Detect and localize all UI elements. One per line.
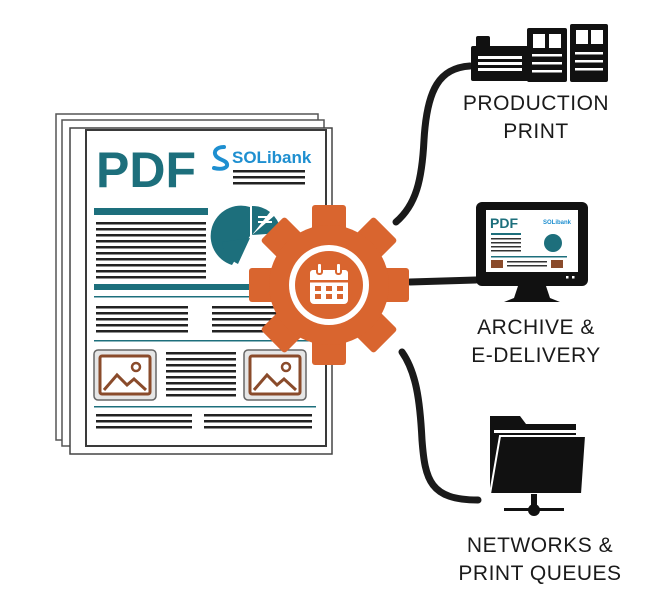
output-label-production-print: PRODUCTION PRINT <box>446 90 626 146</box>
section-header-bar <box>94 284 316 290</box>
image-placeholder-icon <box>93 349 157 401</box>
printer-icon <box>471 24 608 82</box>
connector-production-print <box>392 62 474 226</box>
output-label-networks: NETWORKS & PRINT QUEUES <box>440 532 640 588</box>
solibank-logo-mark-icon <box>212 145 230 171</box>
connectors <box>392 62 482 504</box>
monitor-pdf-title: PDF <box>490 215 518 231</box>
connector-networks <box>398 348 482 504</box>
monitor-icon: PDF SOLibank <box>476 202 588 302</box>
solibank-logo: SOLibank <box>212 145 312 185</box>
text-columns <box>96 414 312 429</box>
output-label-line: PRODUCTION <box>462 92 610 115</box>
image-placeholder-icon <box>243 349 307 401</box>
pdf-title: PDF <box>96 142 196 198</box>
text-lines-block <box>166 352 236 397</box>
output-label-line: NETWORKS & <box>466 534 614 557</box>
connector-archive <box>406 276 480 286</box>
section-header-bar <box>94 208 208 215</box>
brand-name: SOLibank <box>232 148 312 167</box>
calendar-gear-icon <box>249 205 409 365</box>
calendar-icon <box>310 262 348 304</box>
monitor-brand-name: SOLibank <box>543 220 572 226</box>
output-label-line: ARCHIVE & <box>477 316 595 339</box>
network-folder-icon <box>488 416 588 516</box>
output-label-line: E-DELIVERY <box>471 344 601 367</box>
output-label-line: PRINT <box>503 120 569 143</box>
output-label-line: PRINT QUEUES <box>458 562 622 585</box>
text-columns <box>96 306 312 333</box>
text-lines-block <box>96 222 206 279</box>
output-label-archive: ARCHIVE & E-DELIVERY <box>446 314 626 370</box>
